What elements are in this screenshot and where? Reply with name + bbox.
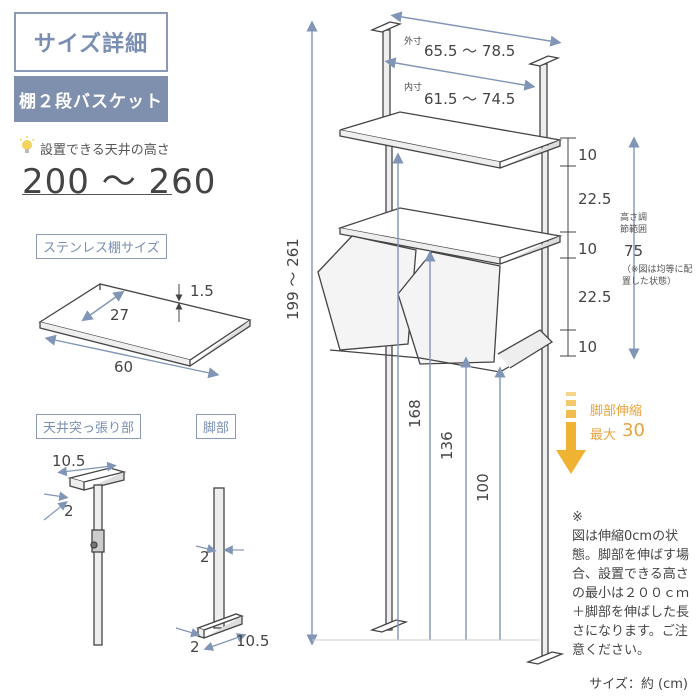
outer-size-value: 65.5 ～ 78.5	[424, 42, 516, 60]
rack-drawing	[317, 21, 565, 665]
inner-size-value: 61.5 ～ 74.5	[424, 90, 516, 108]
top-thickness-value: 2	[64, 502, 74, 520]
foot-side-thickness-value: 2	[200, 548, 210, 566]
adjust-range-note: （※図は均等に配置した状態）	[622, 265, 693, 287]
height-shelf2-value: 136	[438, 431, 456, 460]
leg-max-value: 30	[622, 420, 645, 441]
leg-extension-arrow	[556, 392, 586, 474]
unit-footer: サイズ：約 (cm)	[589, 677, 688, 692]
note: ※ 図は伸縮0cmの状態。脚部を伸ばす場合、設置できる高さの最小は２００ｃｍ＋脚…	[572, 508, 696, 660]
shelf-width-value: 60	[114, 358, 134, 376]
height-basket-value: 100	[474, 473, 492, 502]
spacing-5: 10	[578, 338, 598, 356]
note-mark: ※	[572, 510, 583, 525]
height-shelf1-value: 168	[406, 399, 424, 428]
foot-bottom-thickness-value: 2	[190, 638, 200, 656]
spacing-4: 22.5	[578, 288, 612, 306]
shelf-depth-value: 27	[110, 306, 130, 324]
spacing-1: 10	[578, 146, 598, 164]
total-height-value: 199 ～ 261	[284, 238, 302, 320]
top-part-drawing	[67, 467, 127, 646]
divider	[22, 194, 172, 195]
top-part-label: 天井突っ張り部	[36, 414, 142, 439]
leg-max-label: 最大	[590, 428, 617, 443]
adjust-range-value: 75	[624, 242, 644, 260]
shelf-height-value: 1.5	[190, 282, 214, 300]
lightbulb-icon	[18, 136, 38, 160]
foot-width-value: 10.5	[236, 632, 270, 650]
leg-extension-label: 脚部伸縮	[590, 404, 643, 419]
page-title: サイズ詳細	[14, 12, 168, 72]
inner-size-label: 内寸	[404, 83, 423, 93]
spacing-3: 10	[578, 240, 598, 258]
outer-size-label: 外寸	[404, 37, 423, 47]
spacing-2: 22.5	[578, 190, 612, 208]
adjust-range-label: 高さ調節範囲	[620, 213, 648, 235]
shelf-plate-drawing	[38, 283, 252, 367]
product-subtitle: 棚２段バスケット	[14, 76, 168, 122]
note-text: 図は伸縮0cmの状態。脚部を伸ばす場合、設置できる高さの最小は２００ｃｍ＋脚部を…	[572, 529, 690, 658]
ceiling-height-value: 200 ～ 260	[22, 162, 217, 202]
top-width-value: 10.5	[52, 452, 86, 470]
foot-part-label: 脚部	[196, 414, 237, 439]
ceiling-height-label: 設置できる天井の高さ	[40, 143, 170, 158]
shelf-size-label: ステンレス棚サイズ	[36, 234, 167, 259]
